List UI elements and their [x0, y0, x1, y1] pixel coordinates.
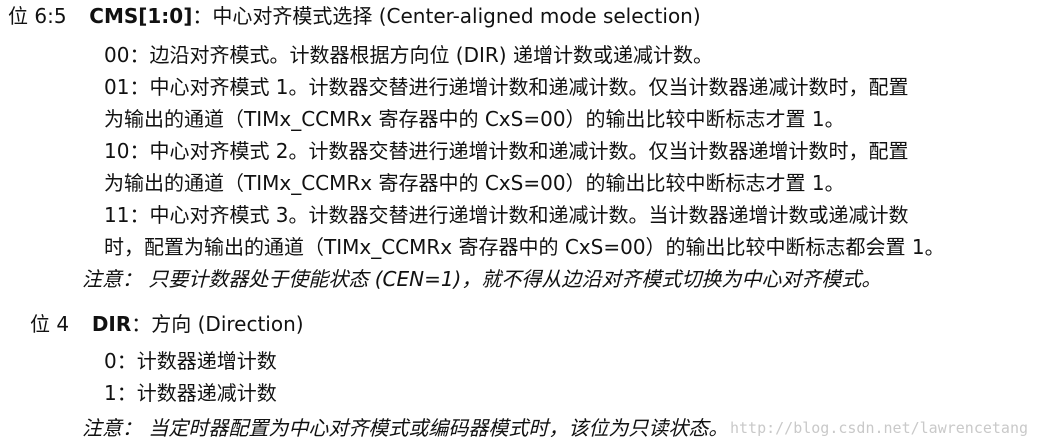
bit65-line-6: 时，配置为输出的通道（TIMx_CCMRx 寄存器中的 CxS=00）的输出比较… — [104, 235, 945, 259]
bit4-row: 位 4 DIR：方向 (Direction) — [30, 310, 304, 338]
bit4-label: 位 4 — [30, 312, 70, 336]
watermark: http://blog.csdn.net/lawrencetang — [729, 419, 1028, 437]
bit65-field-desc: ：中心对齐模式选择 (Center-aligned mode selection… — [192, 4, 701, 28]
bit4-note: 注意： 当定时器配置为中心对齐模式或编码器模式时，该位为只读状态。 — [82, 416, 729, 440]
bit65-line-0: 00：边沿对齐模式。计数器根据方向位 (DIR) 递增计数或递减计数。 — [104, 43, 713, 67]
bit65-line-2: 为输出的通道（TIMx_CCMRx 寄存器中的 CxS=00）的输出比较中断标志… — [104, 107, 845, 131]
bit65-line-4: 为输出的通道（TIMx_CCMRx 寄存器中的 CxS=00）的输出比较中断标志… — [104, 171, 845, 195]
bit4-line-1: 1：计数器递减计数 — [104, 381, 277, 405]
bit65-note: 注意： 只要计数器处于使能状态 (CEN=1)，就不得从边沿对齐模式切换为中心对… — [82, 267, 882, 291]
bit65-line-1: 01：中心对齐模式 1。计数器交替进行递增计数和递减计数。仅当计数器递减计数时，… — [104, 75, 909, 99]
bit65-field-name: CMS[1:0] — [89, 4, 193, 28]
bit65-row: 位 6:5 CMS[1:0]：中心对齐模式选择 (Center-aligned … — [8, 2, 701, 30]
bit4-line-0: 0：计数器递增计数 — [104, 349, 277, 373]
bit65-line-5: 11：中心对齐模式 3。计数器交替进行递增计数和递减计数。当计数器递增计数或递减… — [104, 203, 909, 227]
bit4-field-desc: ：方向 (Direction) — [131, 312, 304, 336]
bit65-line-3: 10：中心对齐模式 2。计数器交替进行递增计数和递减计数。仅当计数器递增计数时，… — [104, 139, 909, 163]
bit65-label: 位 6:5 — [8, 4, 67, 28]
bit4-field-name: DIR — [91, 312, 132, 336]
